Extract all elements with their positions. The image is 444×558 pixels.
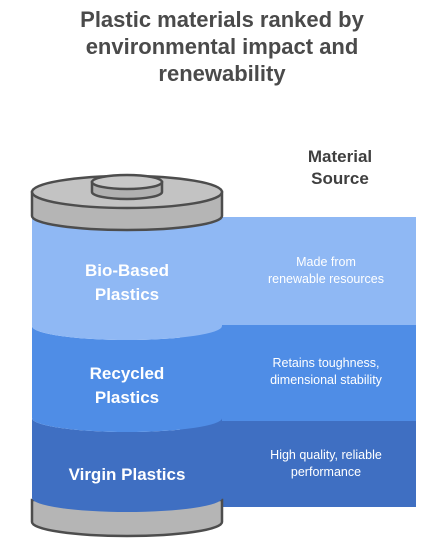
- recycled-plastics-layer: [32, 326, 222, 432]
- title-line-3: renewability: [158, 61, 286, 86]
- bio-based-source-text: Made from renewable resources: [267, 255, 385, 286]
- recycled-source-text: Retains toughness, dimensional stability: [270, 356, 382, 387]
- source-header-line-1: Material: [307, 147, 373, 166]
- recycled-label: Recycled Plastics: [89, 364, 165, 407]
- cylinder-knob-top: [90, 173, 164, 191]
- title-line-2: environmental impact and: [85, 34, 359, 59]
- material-source-header: Material Source: [270, 146, 410, 190]
- bio-based-plastics-layer: [32, 216, 222, 340]
- virgin-plastics-layer: [32, 418, 222, 512]
- virgin-source-text: High quality, reliable performance: [270, 448, 382, 479]
- title-line-1: Plastic materials ranked by: [80, 7, 364, 32]
- source-header-line-2: Source: [311, 169, 369, 188]
- virgin-label: Virgin Plastics: [68, 465, 186, 484]
- diagram-title: Plastic materials ranked by environmenta…: [0, 6, 444, 87]
- bio-based-label: Bio-Based Plastics: [84, 261, 170, 304]
